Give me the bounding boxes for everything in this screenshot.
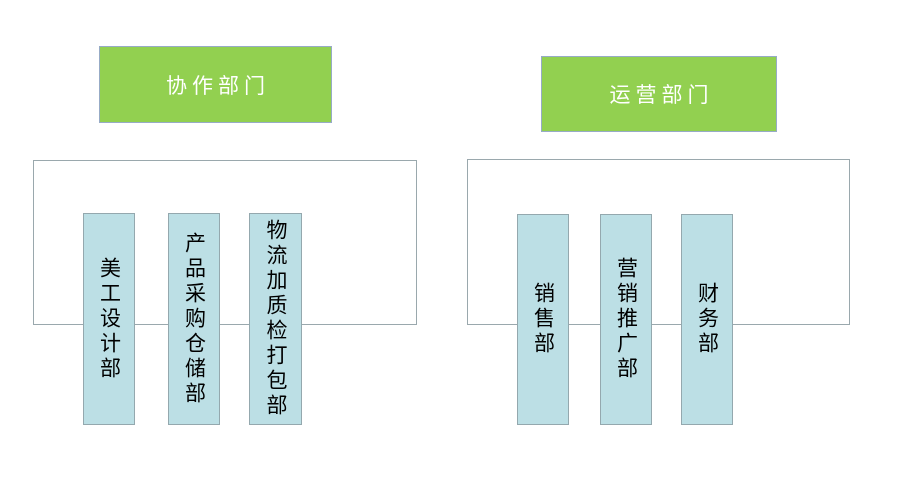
collaboration-header-label: 协作部门	[166, 73, 270, 98]
dept-label-logistics-qc-packing: 物流加质检打包部	[264, 219, 288, 419]
dept-label-procurement-warehouse: 产品采购仓储部	[182, 231, 207, 407]
dept-box-finance[interactable]: 财务部	[681, 214, 733, 425]
collaboration-header-box[interactable]: 协作部门	[99, 46, 332, 123]
operations-header-label: 运营部门	[609, 83, 714, 107]
dept-box-logistics-qc-packing[interactable]: 物流加质检打包部	[249, 213, 302, 425]
dept-label-marketing-promotion: 营销推广部	[614, 257, 639, 382]
dept-box-sales[interactable]: 销售部	[517, 214, 569, 425]
dept-label-finance: 财务部	[695, 282, 720, 357]
dept-box-procurement-warehouse[interactable]: 产品采购仓储部	[168, 213, 220, 425]
dept-box-art-design[interactable]: 美工设计部	[83, 213, 135, 425]
dept-box-marketing-promotion[interactable]: 营销推广部	[600, 214, 652, 425]
dept-label-sales: 销售部	[531, 282, 556, 357]
operations-header-box[interactable]: 运营部门	[541, 56, 777, 132]
dept-label-art-design: 美工设计部	[97, 256, 122, 382]
